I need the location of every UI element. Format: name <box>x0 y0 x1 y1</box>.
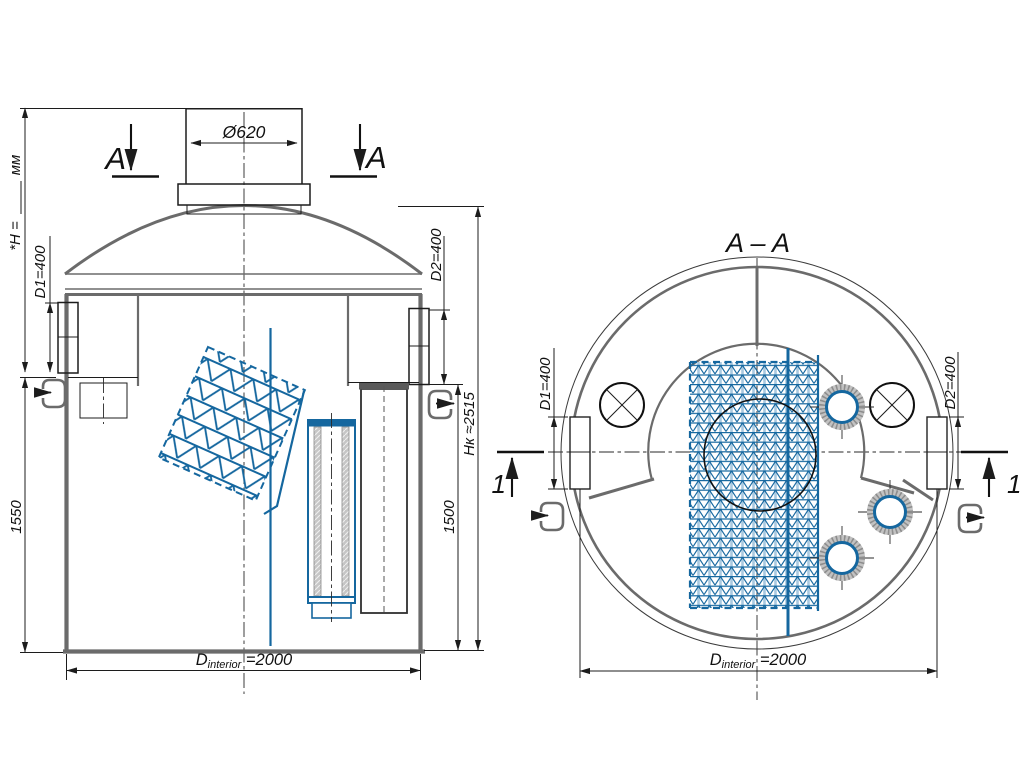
riser-pipe-2-front <box>359 383 409 614</box>
outlet-flow-icon-section <box>957 503 986 534</box>
d-interior-front-sub: interior <box>208 659 243 671</box>
d-interior-front-prefix: D <box>196 651 208 669</box>
cut-mark-1-right: 1 <box>961 450 1021 499</box>
manhole-circle-section <box>703 398 817 512</box>
neck-diameter-label: Ø620 <box>222 122 266 142</box>
section-view: A – A <box>492 228 1021 700</box>
dim-1500-label: 1500 <box>441 500 458 534</box>
dim-d2-section: D2=400 <box>942 352 964 490</box>
height-note-units: мм <box>7 155 24 176</box>
dim-1500: 1500 <box>424 384 484 651</box>
inner-chamber-front <box>68 295 419 424</box>
d-interior-section-label: Dinterior =2000 <box>710 651 807 671</box>
d2-section-label: D2=400 <box>942 356 959 410</box>
manhole-neck <box>177 108 311 215</box>
dim-overall-height-note: мм *H = <box>7 107 186 373</box>
d-interior-section-value: =2000 <box>755 651 807 669</box>
cut-mark-a-right: A <box>330 124 387 178</box>
total-height-label: Hк ≈2515 <box>461 392 478 456</box>
inlet-flow-icon-section <box>531 501 565 532</box>
d-interior-section-sub: interior <box>722 659 757 671</box>
inlet-pipe-section <box>569 416 591 678</box>
shell-outer-circle <box>560 256 954 650</box>
dim-1550: 1550 <box>8 377 63 653</box>
d1-front-label: D1=400 <box>32 245 49 299</box>
cut-mark-1-left: 1 <box>492 450 544 499</box>
inlet-pipe-front <box>57 301 79 374</box>
dim-neck-diameter: Ø620 <box>190 122 298 147</box>
d-interior-front-value: =2000 <box>241 651 293 669</box>
cut-a-right-label: A <box>364 140 387 175</box>
lifting-lug-right <box>869 382 915 428</box>
inlet-flow-icon <box>34 378 67 409</box>
riser-pipe-a-section <box>810 375 874 439</box>
riser-pipe-1-front <box>307 413 356 622</box>
cut-a-left-label: A <box>103 141 126 176</box>
cut-1-left-label: 1 <box>492 469 506 499</box>
dim-d1-section: D1=400 <box>537 348 568 490</box>
outlet-pipe-section <box>926 416 948 678</box>
coalescer-mesh-section <box>688 348 820 636</box>
dim-d-interior-section: Dinterior =2000 <box>579 651 938 675</box>
outlet-flow-icon <box>427 389 456 420</box>
d2-front-label: D2=400 <box>428 228 445 282</box>
outlet-pipe-front <box>408 307 430 386</box>
dim-1550-label: 1550 <box>8 500 25 534</box>
d-interior-section-prefix: D <box>710 651 722 669</box>
coalescer-mesh-front <box>157 345 307 515</box>
dim-d-interior-front: Dinterior =2000 <box>66 651 421 680</box>
riser-pipe-c-section <box>810 526 874 590</box>
d-interior-front-label: Dinterior =2000 <box>196 651 293 671</box>
cut-1-right-label: 1 <box>1007 469 1021 499</box>
dim-d2-front: D2=400 <box>428 228 463 385</box>
height-note-prefix: *H = <box>7 221 24 251</box>
riser-pipe-b-section <box>858 480 922 544</box>
lifting-lug-left <box>599 382 645 428</box>
section-title: A – A <box>724 228 790 258</box>
dim-d1-front: D1=400 <box>32 236 58 373</box>
tank-shell <box>63 204 425 654</box>
cut-mark-a-left: A <box>103 124 159 178</box>
front-view: Ø620 A A мм *H = 1550 <box>7 107 484 694</box>
d1-section-label: D1=400 <box>537 357 554 411</box>
dim-total-height: Hк ≈2515 <box>398 206 484 651</box>
